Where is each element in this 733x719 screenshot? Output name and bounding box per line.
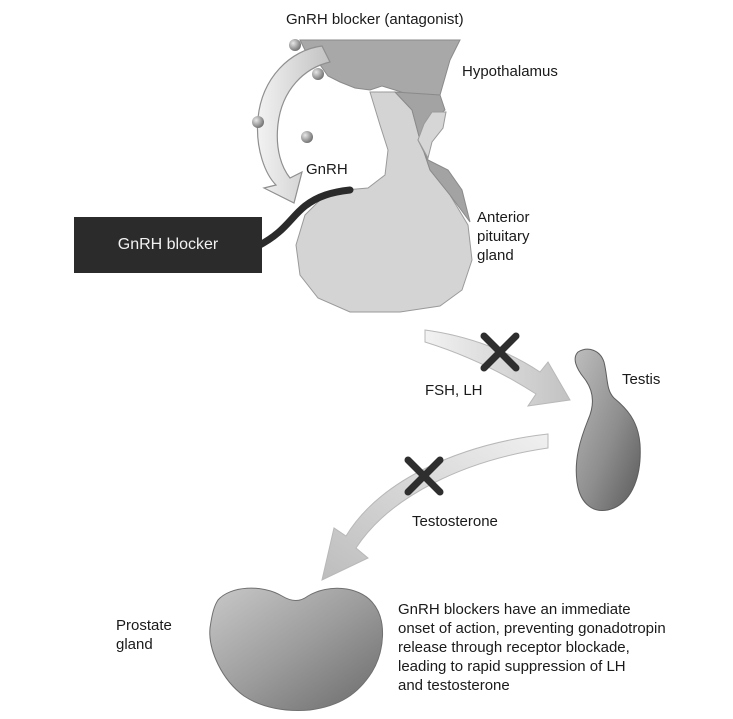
block-x-mark-2 <box>404 456 444 496</box>
prostate-shape <box>209 587 384 711</box>
testis-shape <box>574 348 641 511</box>
blocker-connector <box>254 186 354 250</box>
label-prostate: Prostate gland <box>116 617 172 653</box>
antagonist-molecule-3 <box>252 116 264 128</box>
label-antagonist: GnRH blocker (antagonist) <box>286 11 464 28</box>
label-gnrh: GnRH <box>306 161 348 178</box>
posterior-lobe-inner <box>417 111 447 160</box>
testosterone-arrow <box>321 433 549 581</box>
label-hypothalamus: Hypothalamus <box>462 63 558 80</box>
fsh-lh-arrow <box>424 329 571 407</box>
antagonist-molecule-4 <box>301 131 313 143</box>
gnrh-blocker-box: GnRH blocker <box>74 217 262 273</box>
gnrh-blocker-box-label: GnRH blocker <box>117 236 219 253</box>
hypothalamus-shape <box>299 39 461 101</box>
block-x-mark-1 <box>480 332 520 372</box>
label-anterior-pituitary: Anterior pituitary gland <box>477 209 530 264</box>
anterior-pituitary-shape <box>295 91 473 313</box>
label-testis: Testis <box>622 371 661 388</box>
antagonist-molecule-1 <box>289 39 301 51</box>
label-testosterone: Testosterone <box>412 513 498 530</box>
label-fsh-lh: FSH, LH <box>425 382 483 399</box>
antagonist-molecule-2 <box>312 68 324 80</box>
gnrh-curved-arrow <box>256 45 331 204</box>
description-text: GnRH blockers have an immediate onset of… <box>398 601 666 694</box>
